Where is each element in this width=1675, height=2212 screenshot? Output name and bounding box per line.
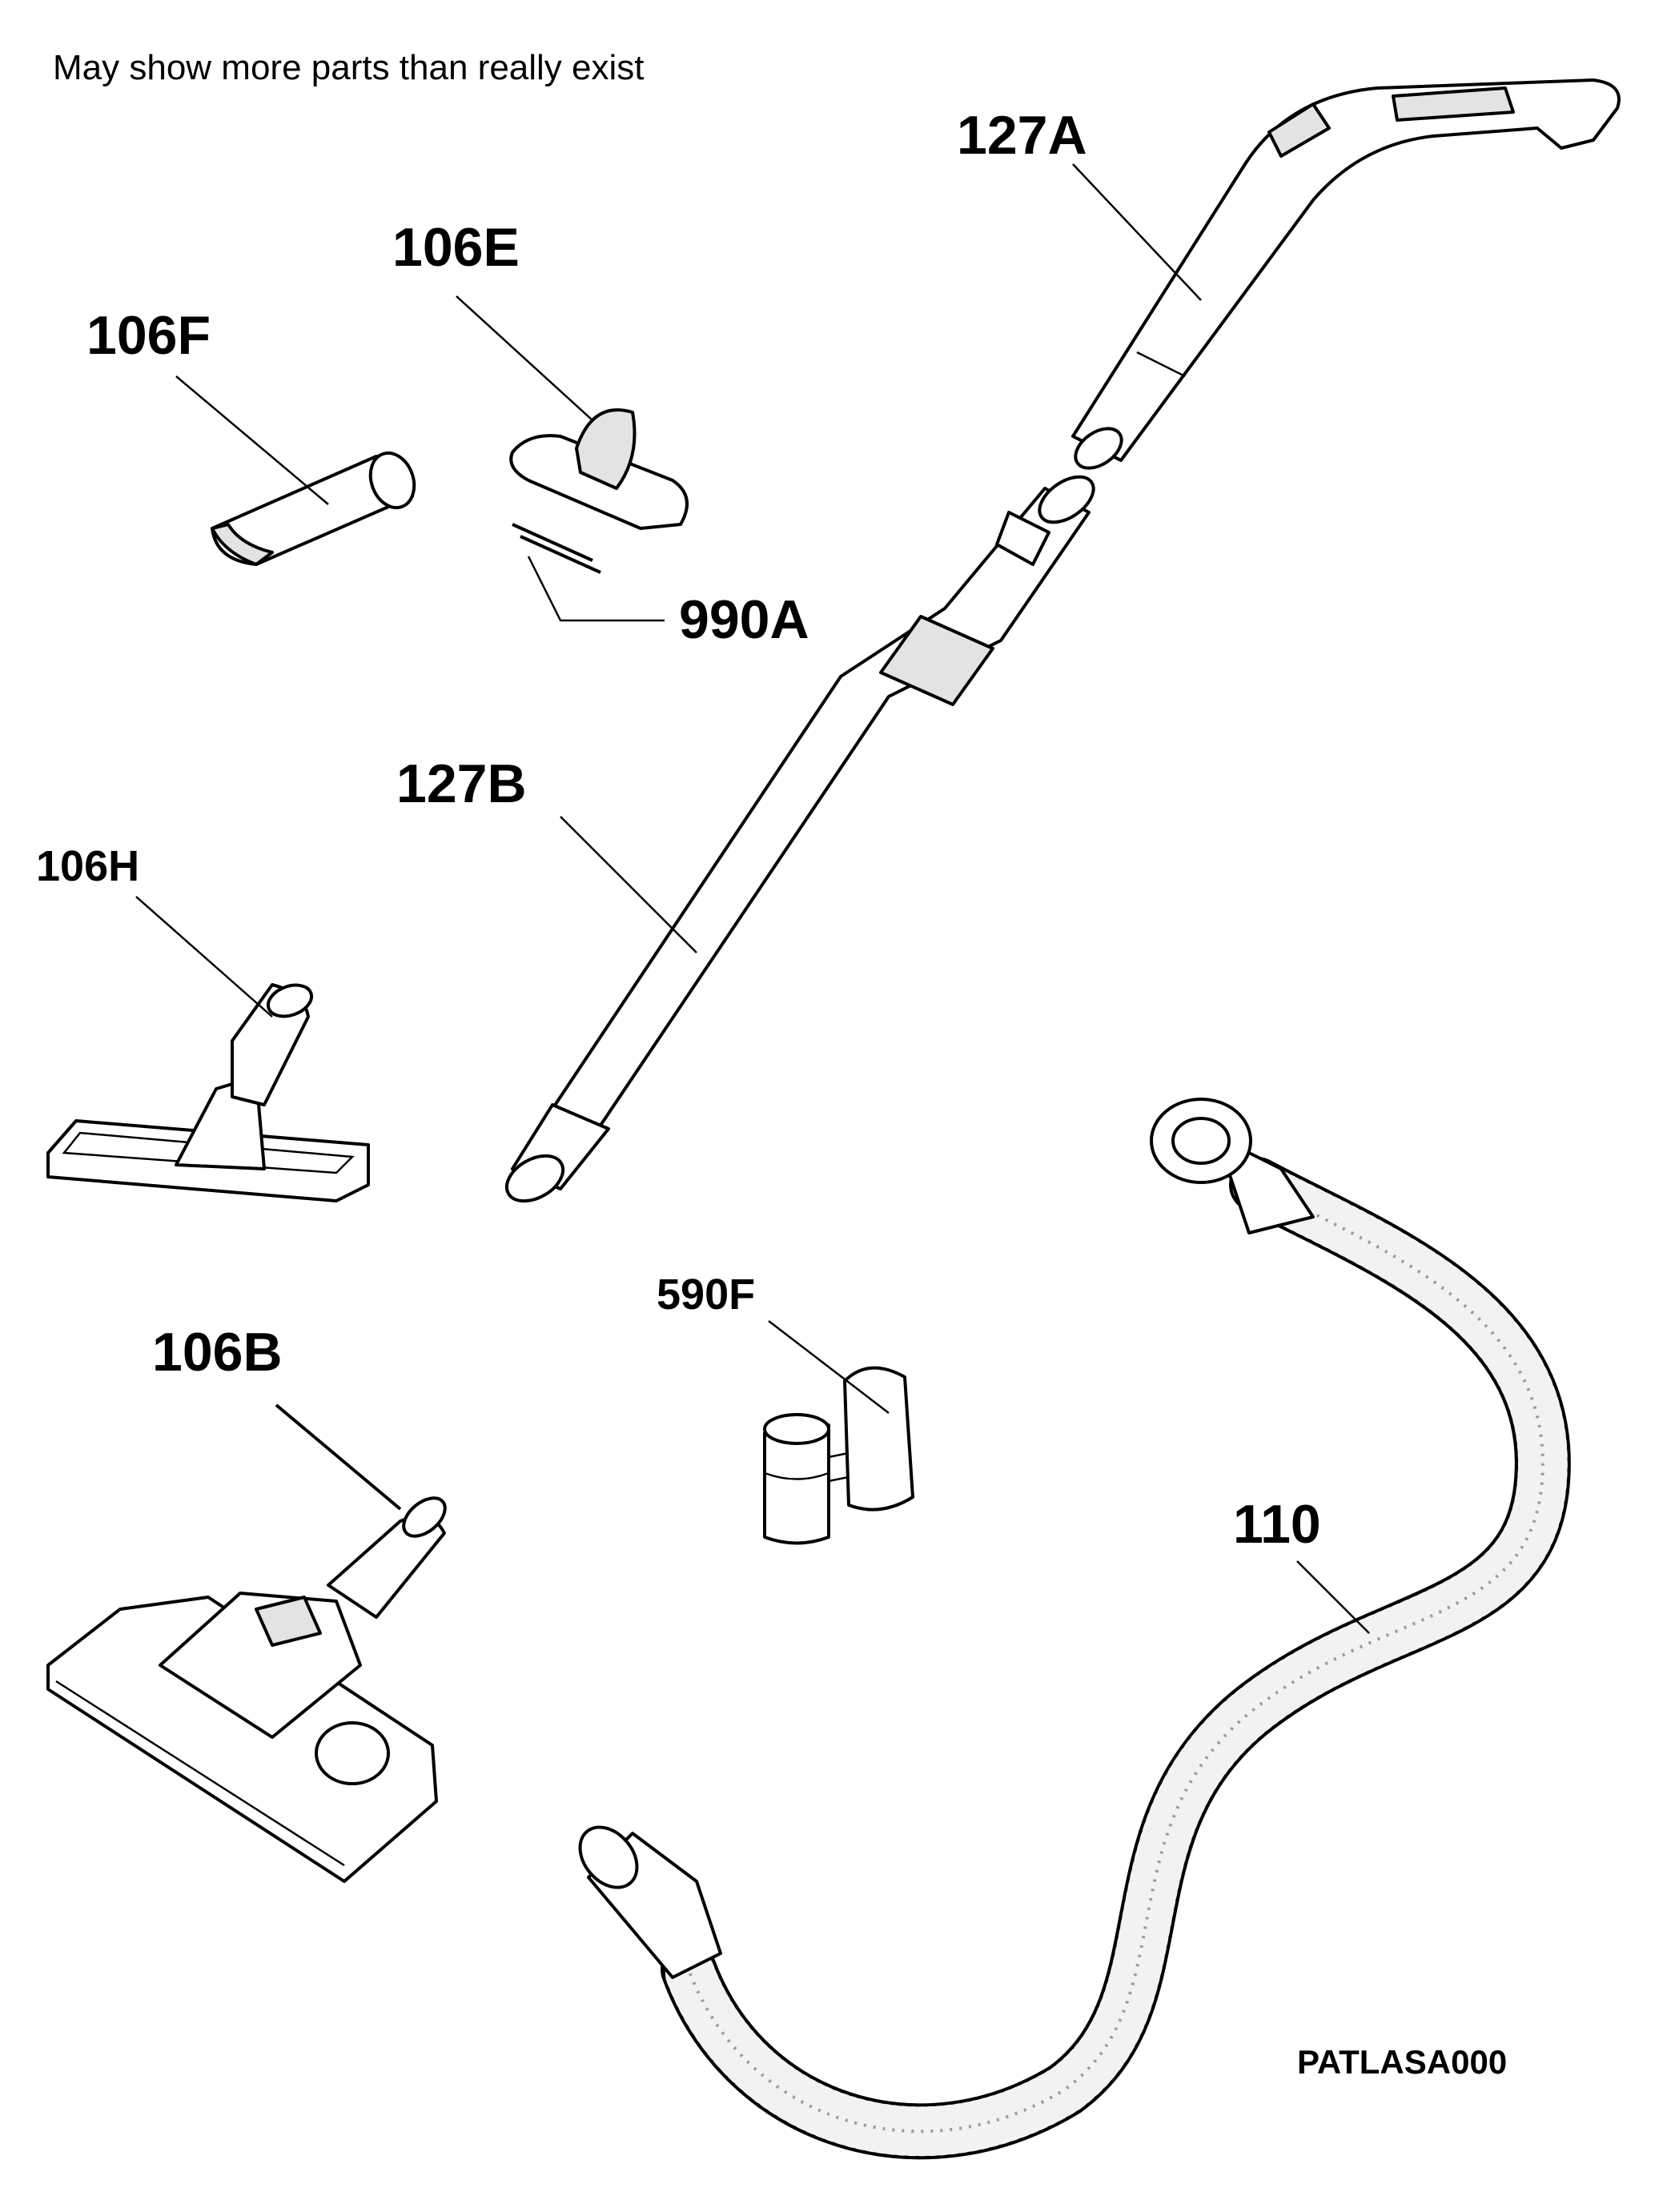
label-127A: 127A — [957, 105, 1087, 166]
label-590F: 590F — [657, 1271, 756, 1319]
label-110: 110 — [1233, 1494, 1321, 1555]
label-106B: 106B — [152, 1322, 283, 1383]
leader-110 — [1296, 1560, 1370, 1634]
part-110-hose — [578, 1098, 1571, 2160]
label-990A: 990A — [679, 589, 809, 650]
leader-106H — [135, 896, 273, 1018]
label-106E: 106E — [392, 217, 520, 278]
part-106E-upholstery-nozzle — [509, 408, 689, 574]
part-127A-handle — [1071, 78, 1621, 470]
part-106H-parquet-nozzle — [46, 983, 370, 1202]
leader-127B — [560, 816, 697, 953]
part-127B-tube — [504, 475, 1095, 1203]
part-106B-floor-nozzle — [46, 1496, 447, 1883]
part-590F-clip — [763, 1366, 914, 1545]
disclaimer-note: May show more parts than really exist — [53, 48, 645, 87]
leader-127A — [1072, 163, 1202, 301]
leader-106F — [175, 375, 329, 505]
drawing-code: PATLASA000 — [1297, 2043, 1508, 2081]
part-106F-crevice-tool — [211, 451, 416, 566]
label-127B: 127B — [396, 753, 527, 814]
leader-lines — [135, 163, 1370, 1634]
leader-990A — [527, 556, 665, 622]
label-106H: 106H — [36, 842, 140, 890]
leader-590F — [768, 1320, 890, 1414]
leader-106E — [456, 295, 593, 421]
leader-106B — [275, 1403, 402, 1511]
label-106F: 106F — [86, 305, 211, 366]
